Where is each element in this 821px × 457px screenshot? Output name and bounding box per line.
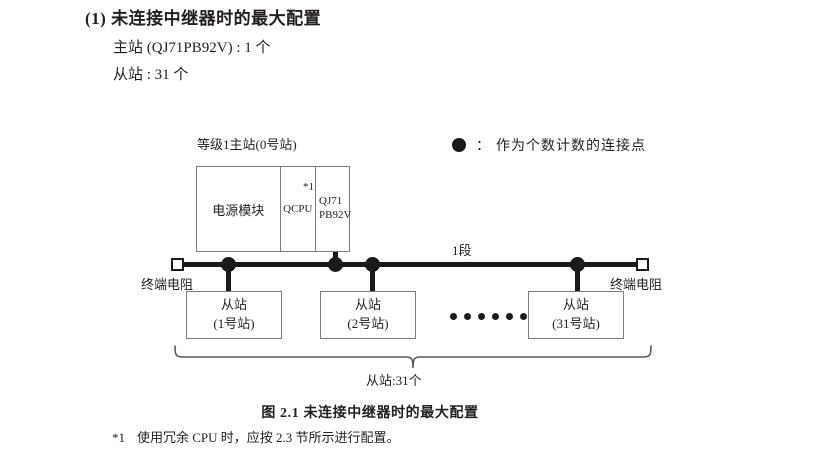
network-module-label: QJ71 PB92V bbox=[319, 195, 351, 223]
slave-station-box: 从站 (1号站) bbox=[186, 291, 282, 339]
slave-station-number: (2号站) bbox=[347, 316, 389, 331]
spec-line-slave: 从站 : 31 个 bbox=[113, 67, 189, 84]
segment-label: 1段 bbox=[452, 243, 472, 258]
ellipsis-dot bbox=[450, 313, 457, 320]
slave-drop-stem bbox=[575, 266, 580, 292]
ellipsis-dot bbox=[520, 313, 527, 320]
master-station-module-box: 电源模块 QCPU *1 QJ71 PB92V bbox=[196, 166, 351, 252]
network-module-label-line2: PB92V bbox=[319, 209, 352, 221]
slave-station-title: 从站 bbox=[220, 297, 247, 313]
qj71pb92v-module-cell: QJ71 PB92V bbox=[316, 167, 351, 251]
terminating-resistor-left-label: 终端电阻 bbox=[141, 277, 194, 292]
ellipsis-dot bbox=[464, 313, 471, 320]
legend-label: 作为个数计数的连接点 bbox=[496, 139, 646, 154]
slave-station-title: 从站 bbox=[354, 297, 381, 313]
legend-colon: ： bbox=[476, 139, 490, 154]
terminating-resistor-left-icon bbox=[171, 258, 184, 271]
connection-point-dot bbox=[570, 257, 585, 272]
spec-line-master: 主站 (QJ71PB92V) : 1 个 bbox=[113, 39, 271, 56]
ellipsis-dot bbox=[492, 313, 499, 320]
slave-count-label: 从站:31个 bbox=[366, 373, 422, 388]
slave-station-number: (1号站) bbox=[213, 316, 255, 331]
slave-station-number: (31号站) bbox=[552, 316, 600, 331]
legend: ： 作为个数计数的连接点 bbox=[452, 135, 646, 155]
terminating-resistor-right-label: 终端电阻 bbox=[610, 277, 663, 292]
slave-station-title: 从站 bbox=[562, 297, 589, 313]
ellipsis-dots bbox=[450, 313, 527, 320]
master-station-label: 等级1主站(0号站) bbox=[197, 137, 297, 152]
slave-count-brace bbox=[174, 345, 652, 369]
filled-circle-icon bbox=[452, 138, 466, 152]
footnote-number: *1 bbox=[112, 430, 125, 445]
power-supply-module-cell: 电源模块 bbox=[197, 167, 281, 251]
slave-drop-stem bbox=[370, 266, 375, 292]
connection-point-dot bbox=[221, 257, 236, 272]
footnote: *1 使用冗余 CPU 时，应按 2.3 节所示进行配置。 bbox=[112, 427, 400, 446]
connection-point-dot bbox=[365, 257, 380, 272]
figure-caption: 图 2.1 未连接中继器时的最大配置 bbox=[261, 406, 479, 421]
connection-point-dot bbox=[328, 257, 343, 272]
ellipsis-dot bbox=[506, 313, 513, 320]
page-title: (1) 未连接中继器时的最大配置 bbox=[85, 9, 322, 28]
footnote-marker-icon: *1 bbox=[303, 181, 314, 193]
network-module-label-line1: QJ71 bbox=[319, 195, 343, 208]
qcpu-module-cell: QCPU *1 bbox=[281, 167, 316, 251]
terminating-resistor-right-icon bbox=[636, 258, 649, 271]
bus-line bbox=[178, 262, 640, 267]
heading-block: (1) 未连接中继器时的最大配置 主站 (QJ71PB92V) : 1 个 从站… bbox=[85, 8, 685, 87]
slave-station-box: 从站 (31号站) bbox=[528, 291, 624, 339]
qcpu-label: QCPU bbox=[283, 203, 313, 215]
ellipsis-dot bbox=[478, 313, 485, 320]
slave-station-box: 从站 (2号站) bbox=[320, 291, 416, 339]
footnote-text: 使用冗余 CPU 时，应按 2.3 节所示进行配置。 bbox=[137, 430, 400, 445]
slave-drop-stem bbox=[226, 266, 231, 292]
